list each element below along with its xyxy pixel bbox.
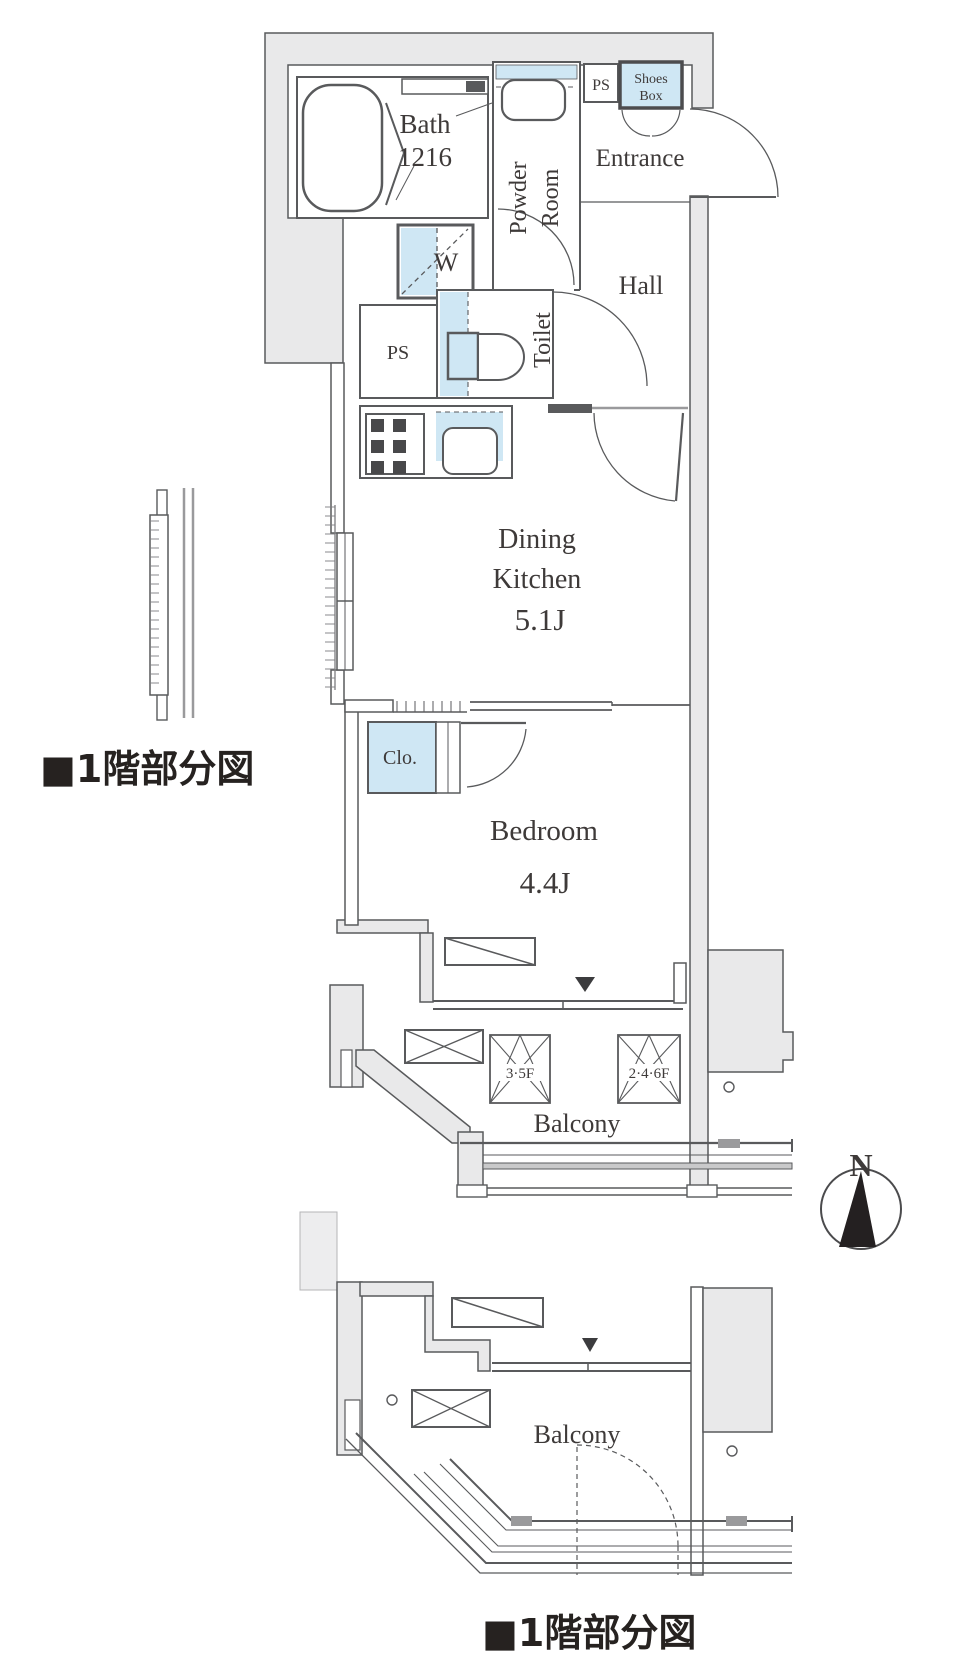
- dk-label-2: Kitchen: [493, 564, 582, 595]
- detail-drain-circle-left: [386, 1394, 398, 1406]
- bath-label: Bath: [400, 109, 451, 139]
- detail-sliding-door: [492, 1362, 695, 1372]
- dining-kitchen-room: Dining Kitchen 5.1J: [493, 524, 582, 637]
- hall-label: Hall: [619, 271, 664, 300]
- shoes-box-label-1: Shoes: [634, 72, 667, 87]
- bedroom-shelf: [444, 937, 536, 966]
- toilet-label: Toilet: [530, 312, 556, 368]
- bathtub: [301, 83, 384, 213]
- dk-size-label: 5.1J: [515, 602, 566, 637]
- balcony-partition-right: 2·4·6F: [617, 1034, 681, 1104]
- bedroom-label: Bedroom: [490, 815, 598, 847]
- main-plan: Bath 1216 Powder Room PS Shoes Box Entra…: [264, 32, 794, 1198]
- bath-room: Bath 1216: [296, 76, 493, 219]
- entry-marker-triangle: [575, 977, 595, 992]
- fragment-louver-ticks: [150, 520, 159, 684]
- ps-lower-room: PS: [359, 304, 438, 399]
- detail-balcony-label: Balcony: [534, 1420, 621, 1449]
- caption-bottom: ■1階部分図: [482, 1611, 696, 1655]
- left-wall-fragment: [149, 488, 195, 721]
- shoes-box-door-arc: [621, 109, 651, 137]
- detail-right-wall: [690, 1286, 704, 1576]
- closet-label: Clo.: [383, 747, 417, 769]
- bath-size-label: 1216: [398, 142, 452, 172]
- balcony-partition-left: 3·5F: [489, 1034, 551, 1104]
- detail-wall-leadin: [299, 1211, 338, 1291]
- detail-step-wall: [424, 1295, 491, 1372]
- bath-leader-line-2: [395, 165, 415, 201]
- entrance-label: Entrance: [596, 145, 685, 172]
- detail-drain-circle-right: [726, 1445, 738, 1457]
- toilet-room: Toilet: [436, 289, 556, 399]
- washer-label: W: [434, 248, 459, 277]
- powder-room-label-2: Room: [538, 168, 564, 227]
- shoes-box-label-2: Box: [639, 89, 662, 104]
- exterior-walls: [264, 32, 794, 1193]
- balcony-rails: [456, 1139, 793, 1198]
- left-wall: [325, 362, 359, 926]
- powder-room-label-1: Powder: [506, 161, 532, 234]
- detail-right-block: [702, 1287, 773, 1433]
- closet: Clo.: [367, 721, 461, 794]
- bedroom-room: Bedroom 4.4J: [444, 815, 598, 966]
- bedroom-door-arc: [466, 728, 527, 788]
- dk-door: [548, 404, 688, 502]
- kitchen-sink: [442, 427, 498, 475]
- ps-lower-label: PS: [387, 342, 409, 364]
- stove-burners: [371, 419, 406, 474]
- bedroom-size-label: 4.4J: [520, 865, 571, 900]
- entrance-zone: PS Shoes Box Entrance Hall: [552, 60, 779, 387]
- detail-rails: [345, 1432, 793, 1574]
- balcony: 3·5F 2·4·6F Balcony: [404, 1029, 793, 1198]
- toilet-tank: [446, 331, 480, 381]
- bedroom-door: [461, 721, 527, 788]
- compass: N: [820, 1147, 902, 1250]
- caption-left: ■1階部分図: [40, 747, 254, 791]
- dk-door-leaf: [674, 412, 685, 502]
- partition-left-label: 3·5F: [506, 1066, 534, 1082]
- balcony-xbox: [404, 1029, 484, 1064]
- dk-door-arc: [593, 412, 676, 502]
- partition-right-label: 2·4·6F: [629, 1066, 670, 1082]
- entrance-door-arc: [689, 108, 779, 198]
- detail-entry-marker-triangle: [582, 1338, 598, 1352]
- detail-door-swing-dashed: [576, 1444, 679, 1575]
- drain-circle: [723, 1081, 735, 1093]
- powder-room: Powder Room: [492, 61, 581, 291]
- window-louver-ticks: [325, 506, 335, 688]
- bath-counter-tab: [466, 81, 485, 92]
- compass-north-label: N: [849, 1147, 872, 1183]
- detail-xbox: [411, 1389, 491, 1428]
- partition-comb: [396, 701, 461, 712]
- kitchen-counter: [359, 405, 513, 479]
- dk-label-1: Dining: [498, 524, 576, 555]
- washer-box: W: [396, 223, 475, 300]
- dk-bedroom-partition: [344, 699, 690, 713]
- shoes-box: [618, 60, 684, 110]
- bath-folding-door: [385, 102, 406, 206]
- wash-basin: [500, 78, 567, 122]
- detail-shelf: [451, 1297, 544, 1328]
- ps-upper-label: PS: [592, 77, 610, 94]
- ps-upper-box: [583, 63, 619, 103]
- toilet-door-arc: [552, 291, 648, 387]
- balcony-sliding-door: [433, 962, 687, 1010]
- toilet-bowl: [477, 333, 525, 381]
- shoes-box-door-arc-2: [651, 109, 681, 137]
- powder-door-arc: [497, 208, 575, 286]
- compass-needle: [839, 1171, 876, 1247]
- vanity-counter: [495, 64, 578, 80]
- bath-leader-line: [455, 102, 493, 117]
- dk-window: [325, 505, 354, 690]
- balcony-label: Balcony: [534, 1109, 621, 1138]
- balcony-detail-diagram: Balcony: [299, 1211, 793, 1576]
